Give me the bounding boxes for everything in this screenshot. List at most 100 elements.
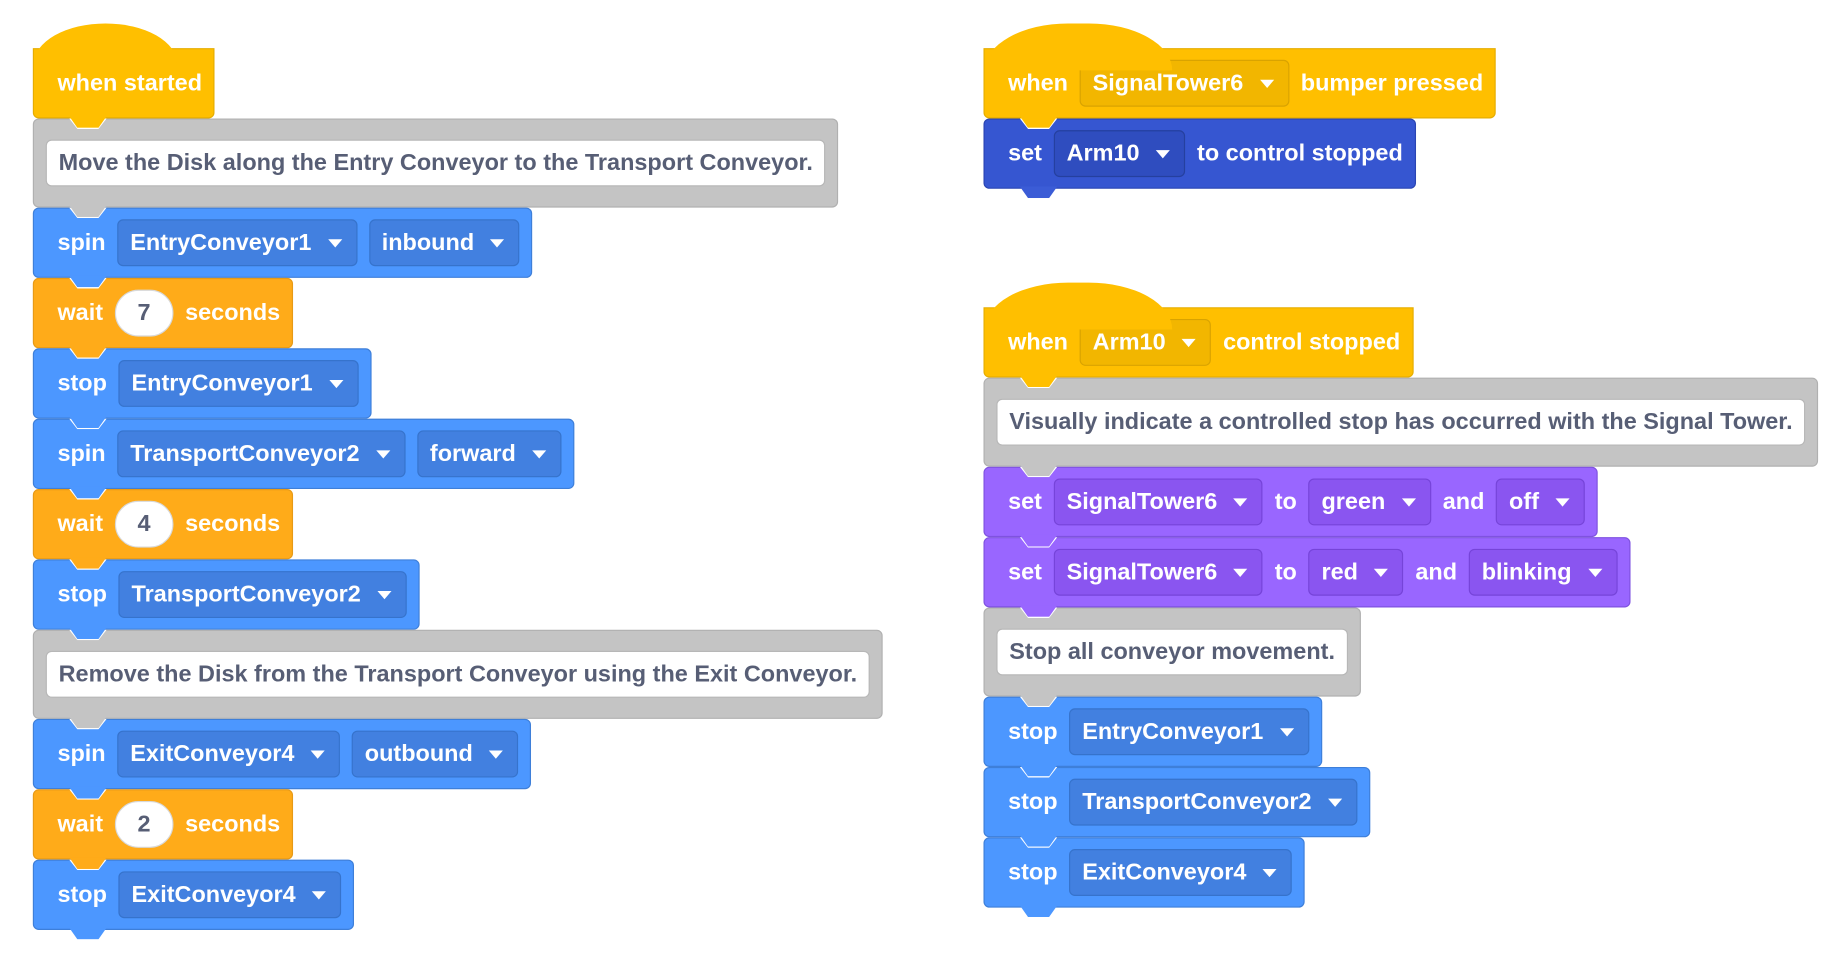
dropdown-arrow-icon (1155, 149, 1171, 158)
dropdown-arrow-icon (1327, 798, 1342, 807)
stop-block[interactable]: stop ExitConveyor4 (32, 859, 355, 930)
arm-dropdown[interactable]: Arm10 (1053, 130, 1186, 178)
event-label: bumper pressed (1300, 69, 1484, 96)
device-dropdown[interactable]: SignalTower6 (1079, 59, 1290, 107)
hat-cap (33, 23, 178, 71)
stop-label: stop (57, 881, 107, 908)
device-dropdown[interactable]: EntryConveyor1 (118, 360, 359, 407)
device-dropdown[interactable]: TransportConveyor2 (117, 430, 406, 478)
device-dropdown[interactable]: SignalTower6 (1053, 478, 1263, 526)
spin-block[interactable]: spin ExitConveyor4 outbound (32, 718, 532, 790)
device-dropdown[interactable]: TransportConveyor2 (118, 571, 407, 619)
device-dropdown[interactable]: SignalTower6 (1053, 548, 1263, 596)
dropdown-arrow-icon (1233, 568, 1248, 577)
spin-label: spin (57, 740, 106, 767)
wait-seconds-input[interactable]: 4 (114, 500, 174, 548)
spin-block[interactable]: spin EntryConveyor1 inbound (32, 207, 533, 278)
color-value: red (1321, 558, 1358, 585)
to-label: to (1274, 488, 1297, 515)
to-label: to (1274, 558, 1297, 585)
direction-dropdown[interactable]: forward (416, 430, 562, 478)
dropdown-arrow-icon (532, 449, 547, 458)
hat-label: when started (57, 69, 203, 96)
stop-label: stop (57, 369, 107, 396)
set-signal-tower-block[interactable]: set SignalTower6 to red and blinking (983, 537, 1631, 608)
dropdown-arrow-icon (1555, 497, 1570, 507)
set-label: set (1008, 140, 1042, 166)
script-bumper-pressed[interactable]: when SignalTower6 bumper pressed set Arm… (983, 23, 1497, 189)
stop-block[interactable]: stop TransportConveyor2 (983, 766, 1371, 838)
comment-block[interactable]: Stop all conveyor movement. (983, 607, 1361, 697)
when-started-hat-block[interactable]: when started (32, 23, 215, 119)
comment-block[interactable]: Move the Disk along the Entry Conveyor t… (32, 118, 839, 208)
wait-seconds-input[interactable]: 2 (114, 800, 174, 848)
when-bumper-pressed-hat-block[interactable]: when SignalTower6 bumper pressed (983, 23, 1497, 119)
direction-dropdown[interactable]: outbound (351, 730, 519, 778)
script-when-started[interactable]: when started Move the Disk along the Ent… (32, 23, 883, 930)
set-arm-control-block[interactable]: set Arm10 to control stopped (983, 118, 1416, 189)
stop-block[interactable]: stop EntryConveyor1 (32, 348, 372, 419)
dropdown-arrow-icon (1259, 79, 1274, 88)
device-dropdown[interactable]: EntryConveyor1 (117, 219, 358, 267)
comment-text[interactable]: Remove the Disk from the Transport Conve… (45, 650, 871, 698)
wait-block[interactable]: wait 7 seconds (32, 277, 294, 349)
comment-text[interactable]: Move the Disk along the Entry Conveyor t… (45, 139, 826, 187)
dropdown-arrow-icon (490, 238, 505, 247)
direction-value: outbound (364, 740, 473, 767)
when-label: when (1008, 69, 1069, 96)
stop-block[interactable]: stop EntryConveyor1 (983, 696, 1322, 767)
wait-block[interactable]: wait 4 seconds (32, 489, 294, 560)
device-value: SignalTower6 (1092, 69, 1244, 96)
set-label: set (1008, 488, 1042, 515)
spin-label: spin (57, 229, 106, 256)
seconds-label: seconds (185, 510, 281, 537)
dropdown-arrow-icon (375, 449, 391, 458)
device-value: EntryConveyor1 (131, 369, 313, 396)
device-dropdown[interactable]: TransportConveyor2 (1069, 778, 1358, 826)
state-dropdown[interactable]: blinking (1468, 548, 1618, 596)
comment-block[interactable]: Remove the Disk from the Transport Conve… (32, 629, 883, 719)
wait-seconds-input[interactable]: 7 (114, 289, 174, 337)
stop-block[interactable]: stop TransportConveyor2 (32, 559, 420, 630)
device-value: SignalTower6 (1066, 488, 1218, 515)
device-dropdown[interactable]: ExitConveyor4 (1069, 849, 1293, 896)
direction-value: inbound (381, 229, 475, 256)
device-value: TransportConveyor2 (1082, 788, 1312, 815)
hat-cap (984, 23, 1173, 71)
device-value: EntryConveyor1 (130, 229, 312, 256)
device-value: ExitConveyor4 (130, 740, 295, 767)
device-dropdown[interactable]: ExitConveyor4 (118, 871, 342, 919)
color-dropdown[interactable]: red (1308, 548, 1404, 596)
comment-block[interactable]: Visually indicate a controlled stop has … (983, 377, 1819, 467)
state-value: off (1509, 488, 1540, 515)
hat-cap (984, 282, 1173, 330)
color-dropdown[interactable]: green (1308, 478, 1432, 526)
comment-text[interactable]: Stop all conveyor movement. (996, 628, 1348, 676)
event-label: control stopped (1223, 328, 1401, 355)
set-signal-tower-block[interactable]: set SignalTower6 to green and off (983, 466, 1598, 538)
script-arm-control-stopped[interactable]: when Arm10 control stopped Visually indi… (983, 282, 1819, 908)
dropdown-arrow-icon (1233, 497, 1248, 507)
device-dropdown[interactable]: ExitConveyor4 (117, 730, 341, 778)
wait-label: wait (57, 299, 104, 326)
device-value: ExitConveyor4 (131, 881, 296, 908)
dropdown-arrow-icon (1401, 497, 1416, 507)
dropdown-arrow-icon (377, 590, 392, 599)
spin-block[interactable]: spin TransportConveyor2 forward (32, 418, 575, 490)
state-dropdown[interactable]: off (1496, 478, 1585, 526)
device-value: Arm10 (1066, 140, 1140, 166)
wait-block[interactable]: wait 2 seconds (32, 789, 294, 860)
when-arm-control-stopped-hat-block[interactable]: when Arm10 control stopped (983, 282, 1414, 378)
comment-text[interactable]: Visually indicate a controlled stop has … (996, 398, 1806, 446)
device-dropdown[interactable]: EntryConveyor1 (1069, 708, 1310, 756)
seconds-label: seconds (185, 810, 281, 837)
device-value: EntryConveyor1 (1082, 718, 1264, 745)
color-value: green (1321, 488, 1386, 515)
direction-dropdown[interactable]: inbound (368, 219, 520, 267)
spin-label: spin (57, 440, 106, 467)
direction-value: forward (429, 440, 516, 467)
stop-block[interactable]: stop ExitConveyor4 (983, 837, 1305, 908)
dropdown-arrow-icon (489, 749, 504, 759)
stop-label: stop (1008, 859, 1058, 885)
